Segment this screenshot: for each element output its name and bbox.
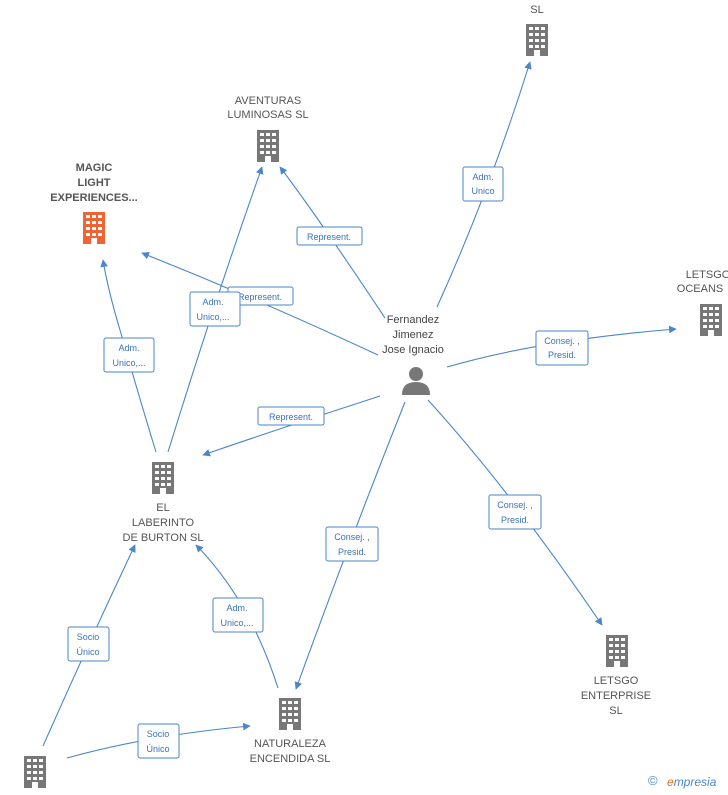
edge-label-text: Socio xyxy=(147,729,170,739)
copyright-symbol: © xyxy=(648,773,658,788)
edge-label-e6[interactable]: Consej. , Presid. xyxy=(535,330,589,366)
edge-label-text: Consej. , xyxy=(497,500,533,510)
edge-label-text: Único xyxy=(76,647,99,657)
person-name-line: Fernandez xyxy=(387,314,440,326)
company-name-line: AVENTURAS xyxy=(235,95,301,107)
company-name-line: OCEANS xyxy=(677,283,723,295)
company-node-letsgo-oceans[interactable]: LETSGO OCEANS xyxy=(677,269,728,336)
brand-rest: mpresia xyxy=(673,775,717,789)
company-name-line: LIGHT xyxy=(78,177,111,189)
company-name-line: EL xyxy=(156,502,169,514)
building-icon xyxy=(24,756,46,788)
company-name-line: ENTERPRISE xyxy=(581,690,651,702)
company-name-line: SL xyxy=(609,705,622,717)
company-node-top-sl[interactable]: SL xyxy=(526,4,548,56)
edge-label-e10[interactable]: Adm. Unico,... xyxy=(212,597,264,633)
company-name-line: EXPERIENCES... xyxy=(50,192,137,204)
edge-label-e8[interactable]: Consej. , Presid. xyxy=(488,494,542,530)
company-name-line: ENCENDIDA SL xyxy=(250,753,331,765)
edge-label-text: Consej. , xyxy=(334,532,370,542)
edge-label-text: Adm. xyxy=(118,343,139,353)
person-name-line: Jose Ignacio xyxy=(382,344,444,356)
company-node-bottom-left[interactable] xyxy=(24,756,46,788)
company-name-line: MAGIC xyxy=(76,162,113,174)
building-icon xyxy=(152,462,174,494)
edge-label-e11[interactable]: Socio Único xyxy=(67,626,110,662)
edge-label-e9[interactable]: Consej. , Presid. xyxy=(325,526,379,562)
company-name-line: LETSGO xyxy=(686,269,728,281)
edge-label-text: Represent. xyxy=(238,292,282,302)
company-name-line: DE BURTON SL xyxy=(123,532,204,544)
edge-label-text: Represent. xyxy=(269,412,313,422)
edge-label-text: Represent. xyxy=(307,232,351,242)
edge-label-e3[interactable]: Represent. xyxy=(227,286,294,306)
edge-label-e5[interactable]: Adm. Unico,... xyxy=(103,337,155,373)
company-name-line: SL xyxy=(530,4,543,16)
edge-label-text: Unico,... xyxy=(112,358,145,368)
edge-label-text: Único xyxy=(146,744,169,754)
building-icon xyxy=(257,130,279,162)
company-name-line: LUMINOSAS SL xyxy=(227,109,308,121)
edge-label-text: Consej. , xyxy=(544,336,580,346)
edge-label-e2[interactable]: Represent. xyxy=(296,226,363,246)
footer-brand: © empresia xyxy=(648,773,728,791)
edge-label-text: Unico,... xyxy=(220,618,253,628)
edge-label-text: Unico xyxy=(471,186,494,196)
company-name-line: NATURALEZA xyxy=(254,738,327,750)
brand-logo: empresia xyxy=(667,775,716,789)
brand-first-letter: e xyxy=(667,775,674,789)
edge-label-text: Presid. xyxy=(338,547,366,557)
building-icon xyxy=(606,635,628,667)
company-name-line: LABERINTO xyxy=(132,517,195,529)
company-node-naturaleza[interactable]: NATURALEZA ENCENDIDA SL xyxy=(250,698,331,765)
company-name-line: LETSGO xyxy=(594,675,639,687)
edge-label-e7[interactable]: Represent. xyxy=(257,406,325,426)
edge-label-text: Adm. xyxy=(226,603,247,613)
edge-label-e4[interactable]: Adm. Unico,... xyxy=(189,291,241,327)
edge-label-e1[interactable]: Adm. Unico xyxy=(462,166,504,202)
person-icon xyxy=(402,367,430,395)
company-node-magic[interactable]: MAGIC LIGHT EXPERIENCES... xyxy=(50,162,138,244)
edge-label-e12[interactable]: Socio Único xyxy=(137,723,180,759)
building-icon xyxy=(279,698,301,730)
edge-label-text: Adm. xyxy=(472,172,493,182)
person-name-line: Jimenez xyxy=(393,329,434,341)
edge-label-text: Unico,... xyxy=(196,312,229,322)
edge-labels: Adm. Unico Represent. Represent. Adm. Un… xyxy=(67,166,589,759)
building-icon xyxy=(700,304,722,336)
company-node-aventuras[interactable]: AVENTURAS LUMINOSAS SL xyxy=(227,95,309,162)
building-icon xyxy=(526,24,548,56)
company-node-laberinto[interactable]: EL LABERINTO DE BURTON SL xyxy=(123,462,204,544)
edge-label-text: Adm. xyxy=(202,297,223,307)
edge-label-text: Socio xyxy=(77,632,100,642)
edge-label-text: Presid. xyxy=(501,515,529,525)
edge-lines xyxy=(42,61,677,759)
building-icon xyxy=(83,212,105,244)
person-node[interactable]: Fernandez Jimenez Jose Ignacio xyxy=(382,314,444,395)
edge-label-text: Presid. xyxy=(548,350,576,360)
company-node-letsgo-enterprise[interactable]: LETSGO ENTERPRISE SL xyxy=(581,635,651,717)
edge-line-e5 xyxy=(100,259,157,453)
